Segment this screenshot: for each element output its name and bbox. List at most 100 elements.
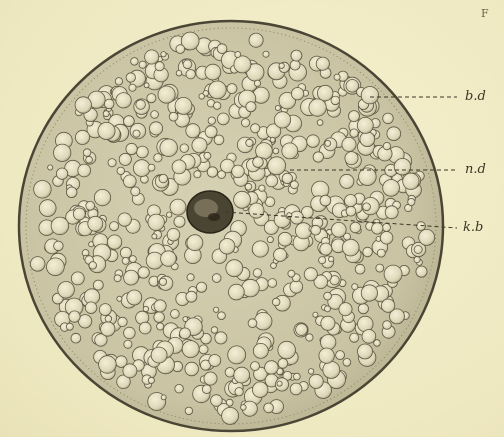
yolk-globule — [387, 127, 401, 141]
yolk-globule — [175, 97, 192, 114]
yolk-globule — [161, 52, 166, 57]
yolk-globule — [346, 80, 359, 93]
yolk-globule — [54, 241, 64, 251]
yolk-globule — [187, 235, 203, 251]
yolk-globule — [346, 206, 356, 216]
yolk-globule — [343, 358, 351, 366]
yolk-globule — [175, 384, 184, 393]
yolk-globule — [383, 224, 391, 232]
yolk-globule — [219, 239, 235, 255]
yolk-globule — [78, 164, 91, 177]
yolk-globule — [273, 148, 279, 154]
yolk-globule — [170, 199, 186, 215]
yolk-globule — [363, 203, 371, 211]
yolk-globule — [291, 50, 302, 61]
yolk-globule — [202, 385, 211, 394]
yolk-globule — [309, 374, 323, 388]
yolk-globule — [252, 382, 268, 398]
yolk-globule — [282, 173, 292, 183]
yolk-globule — [362, 330, 376, 344]
yolk-globule — [380, 232, 393, 245]
yolk-globule — [316, 57, 329, 70]
yolk-globule — [34, 181, 52, 199]
yolk-globule — [131, 187, 140, 196]
yolk-globule — [253, 269, 262, 278]
yolk-globule — [213, 307, 218, 312]
yolk-globule — [252, 241, 268, 257]
yolk-globule — [287, 213, 292, 218]
yolk-globule — [226, 260, 243, 277]
yolk-globule — [143, 306, 148, 311]
yolk-globule — [174, 216, 185, 227]
yolk-globule — [199, 94, 205, 100]
yolk-globule — [66, 187, 77, 198]
yolk-globule — [232, 165, 245, 178]
yolk-globule — [383, 142, 390, 149]
yolk-globule — [416, 266, 427, 277]
yolk-globule — [117, 167, 125, 175]
yolk-globule — [148, 377, 154, 383]
yolk-globule — [83, 149, 91, 157]
yolk-globule — [329, 257, 334, 262]
yolk-globule — [183, 317, 188, 322]
yolk-globule — [192, 138, 207, 153]
yolk-globule — [241, 405, 247, 411]
yolk-globule — [350, 129, 358, 137]
yolk-globule — [248, 319, 257, 328]
yolk-globule — [227, 84, 237, 94]
yolk-globule — [207, 167, 217, 177]
yolk-globule — [355, 264, 365, 274]
yolk-globule — [71, 272, 84, 285]
yolk-globule — [263, 51, 269, 57]
yolk-globule — [88, 216, 103, 231]
yolk-globule — [56, 168, 67, 179]
yolk-globule — [117, 296, 122, 301]
yolk-globule — [325, 140, 331, 146]
yolk-globule — [108, 159, 116, 167]
yolk-globule — [126, 143, 137, 154]
yolk-globule — [161, 251, 177, 267]
yolk-globule — [278, 232, 292, 246]
yolk-globule — [93, 280, 103, 290]
yolk-globule — [253, 343, 268, 358]
yolk-globule — [344, 233, 351, 240]
yolk-globule — [414, 245, 422, 253]
yolk-globule — [383, 321, 392, 330]
yolk-globule — [71, 333, 81, 343]
yolk-globule — [296, 324, 308, 336]
yolk-globule — [345, 152, 358, 165]
yolk-globule — [290, 280, 303, 293]
yolk-globule — [383, 113, 394, 124]
yolk-globule — [186, 291, 197, 302]
yolk-globule — [145, 50, 159, 64]
yolk-globule — [148, 164, 155, 171]
yolk-globule — [103, 111, 109, 117]
yolk-globule — [54, 144, 71, 161]
yolk-globule — [107, 235, 121, 249]
yolk-globule — [342, 137, 356, 151]
yolk-globule — [204, 372, 217, 385]
yolk-globule — [75, 130, 89, 144]
yolk-globule — [73, 208, 85, 220]
yolk-globule — [169, 112, 178, 121]
yolk-globule — [214, 102, 221, 109]
yolk-globule — [279, 63, 284, 68]
yolk-globule — [266, 175, 278, 187]
yolk-globule — [384, 265, 402, 283]
yolk-globule — [151, 347, 167, 363]
yolk-globule — [119, 153, 131, 165]
yolk-globule — [124, 270, 139, 285]
yolk-globule — [317, 85, 333, 101]
yolk-globule — [245, 183, 252, 190]
yolk-globule — [350, 222, 361, 233]
yolk-globule — [186, 124, 200, 138]
yolk-globule — [85, 302, 97, 314]
yolk-globule — [214, 135, 224, 145]
yolk-globule — [228, 346, 246, 364]
yolk-globule — [345, 195, 357, 207]
yolk-globule — [408, 198, 415, 205]
yolk-globule — [51, 217, 69, 235]
yolk-globule — [360, 132, 375, 147]
yolk-globule — [150, 122, 163, 135]
yolk-globule — [120, 247, 131, 258]
